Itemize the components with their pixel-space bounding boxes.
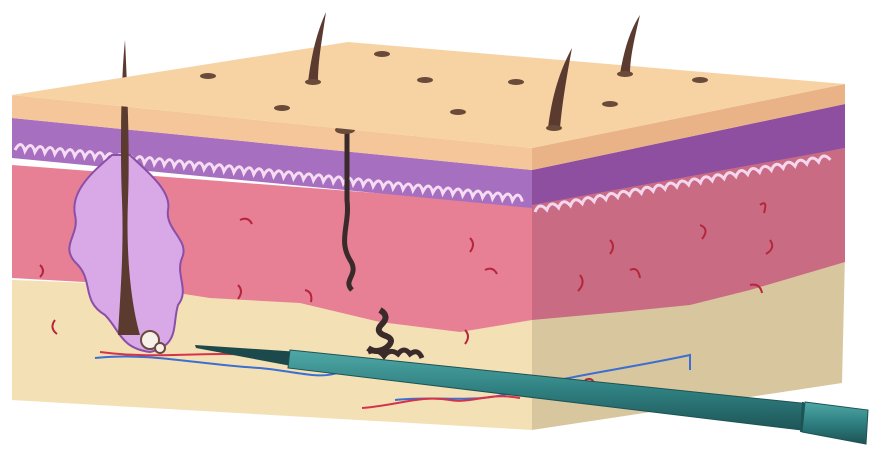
pore-4 — [508, 79, 524, 85]
pore-6 — [450, 109, 466, 115]
pore-5 — [274, 105, 290, 111]
hair-bulb-2 — [155, 343, 165, 353]
pore-7 — [602, 101, 618, 107]
pore-2 — [374, 51, 390, 57]
pore-1 — [200, 73, 216, 79]
pore-3 — [417, 77, 433, 83]
pore-8 — [692, 77, 708, 83]
hair-base-2 — [546, 125, 562, 131]
needle-cap — [802, 402, 868, 444]
hair-base-3 — [617, 71, 633, 77]
hair-base-1 — [305, 79, 321, 85]
top-hair-3 — [620, 15, 640, 74]
